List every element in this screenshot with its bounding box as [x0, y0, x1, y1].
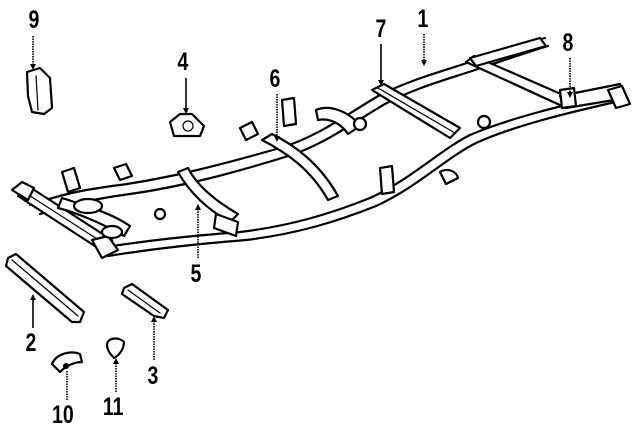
callout-10: 10: [52, 401, 74, 429]
callout-4: 4: [177, 48, 189, 76]
callout-3: 3: [147, 362, 159, 390]
callout-8: 8: [562, 29, 574, 57]
part-11-frame-plug: [105, 337, 126, 360]
callout-7: 7: [375, 15, 387, 43]
part-9-bumper-bracket: [25, 66, 54, 116]
callout-2: 2: [25, 329, 37, 357]
part-3-crossmember-bracket: [120, 282, 170, 320]
leader-lines: [30, 34, 573, 400]
callout-9: 9: [28, 6, 40, 34]
part-10-cab-mount-cushion: [50, 351, 84, 374]
callout-1: 1: [417, 5, 429, 33]
callout-5: 5: [190, 260, 202, 288]
callout-6: 6: [269, 65, 281, 93]
part-4-mounting-bracket: [168, 112, 206, 138]
frame-assembly: [10, 36, 632, 260]
callout-11: 11: [102, 393, 124, 421]
